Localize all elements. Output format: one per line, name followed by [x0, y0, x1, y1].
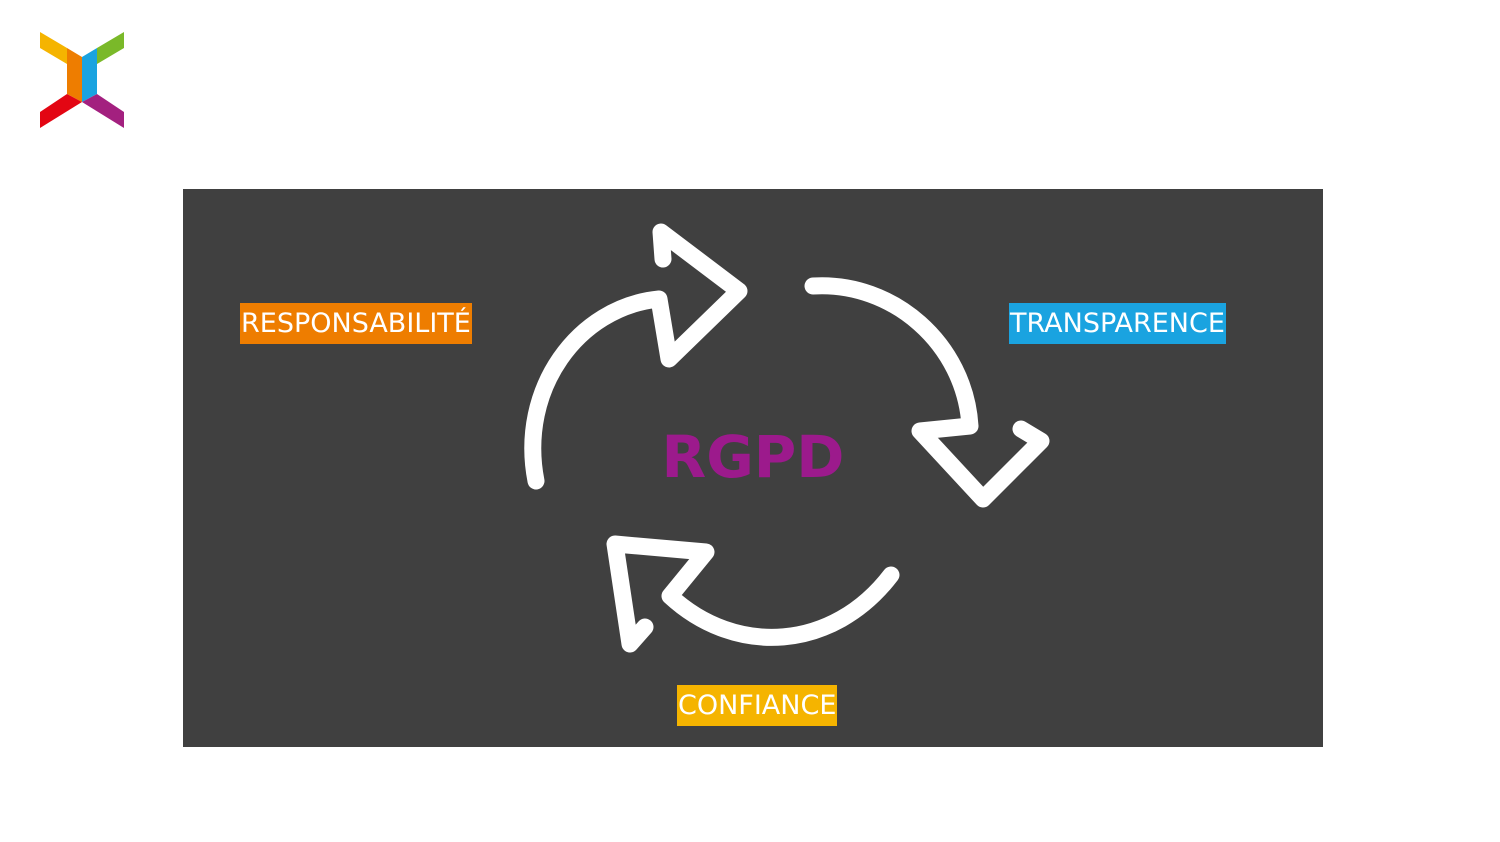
cycle-arrow-top-left [524, 223, 748, 490]
cycle-arrows [524, 223, 1050, 653]
logo-yellow-piece [40, 32, 67, 64]
label-transparence: TRANSPARENCE [1009, 303, 1226, 344]
cycle-arrow-right [804, 277, 1050, 508]
center-title-rgpd: RGPD [661, 423, 845, 491]
logo-purple-piece [82, 94, 124, 128]
label-responsabilite: RESPONSABILITÉ [240, 303, 472, 344]
logo-green-piece [97, 32, 124, 64]
logo-orange-piece [67, 48, 82, 102]
logo-blue-piece [82, 48, 97, 102]
label-confiance: CONFIANCE [677, 685, 838, 726]
x-logo [40, 32, 124, 128]
logo-red-piece [40, 94, 82, 128]
diagram-panel: RESPONSABILITÉ TRANSPARENCE CONFIANCE RG… [183, 189, 1323, 747]
cycle-arrow-bottom [606, 535, 900, 653]
